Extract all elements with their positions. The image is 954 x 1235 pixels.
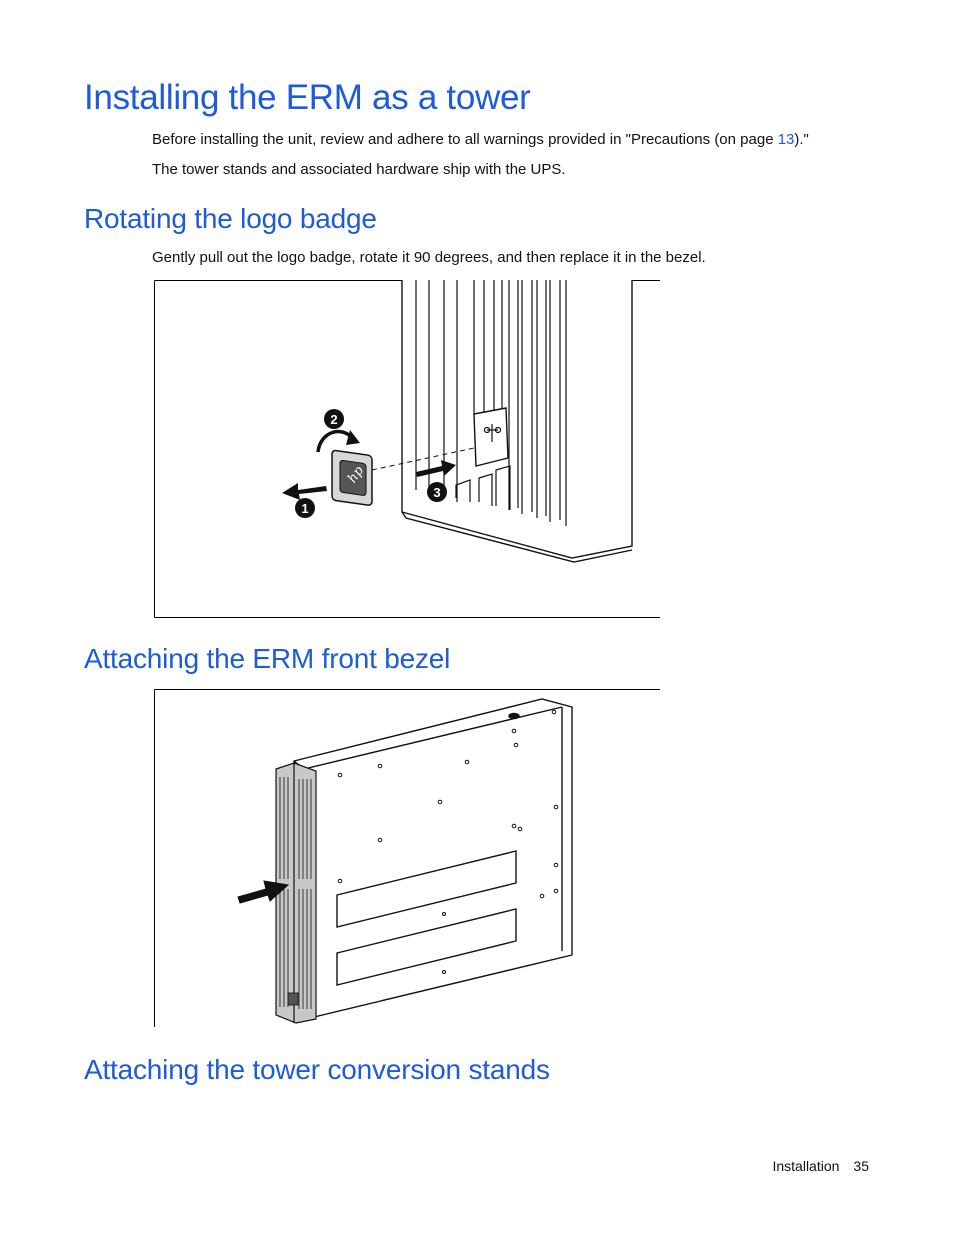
heading-attaching-tower-stands: Attaching the tower conversion stands: [84, 1054, 550, 1085]
pull-arrow-icon: [282, 483, 327, 500]
logo-badge-instruction: Gently pull out the logo badge, rotate i…: [152, 249, 706, 266]
push-arrow-icon: [237, 880, 290, 904]
badge-slot: [483, 424, 502, 442]
intro-text-before: Before installing the unit, review and a…: [152, 131, 778, 148]
intro-paragraph: Before installing the unit, review and a…: [152, 131, 809, 148]
svg-text:3: 3: [433, 485, 440, 500]
callout-3: 3: [427, 482, 447, 502]
footer-section-name: Installation: [772, 1158, 840, 1174]
front-bezel-figure: [154, 689, 660, 1027]
callout-2: 2: [324, 409, 344, 429]
front-bezel-illustration: [154, 689, 660, 1027]
footer-page-number: 35: [853, 1158, 869, 1174]
callout-1: 1: [295, 498, 315, 518]
page-footer: Installation 35: [772, 1158, 869, 1174]
svg-text:1: 1: [301, 501, 308, 516]
heading-attaching-front-bezel: Attaching the ERM front bezel: [84, 643, 451, 674]
intro-paragraph-2: The tower stands and associated hardware…: [152, 161, 566, 178]
front-bezel: [275, 762, 317, 1024]
insert-arrow-icon: [416, 460, 456, 477]
svg-text:2: 2: [330, 412, 337, 427]
page-title: Installing the ERM as a tower: [84, 78, 531, 117]
precautions-page-link[interactable]: 13: [777, 131, 795, 148]
logo-badge-illustration: hp 1 2 3: [154, 280, 660, 618]
erm-chassis: [293, 698, 573, 1018]
rotate-arrow-icon: [316, 429, 360, 453]
intro-text-after: ).": [794, 131, 809, 148]
hp-logo-icon: [287, 992, 299, 1006]
heading-rotating-logo-badge: Rotating the logo badge: [84, 203, 377, 234]
logo-badge: hp: [331, 449, 373, 506]
figure-frame: [154, 689, 660, 1027]
bezel-drawing: [401, 280, 633, 563]
logo-badge-figure: hp 1 2 3: [154, 280, 660, 618]
